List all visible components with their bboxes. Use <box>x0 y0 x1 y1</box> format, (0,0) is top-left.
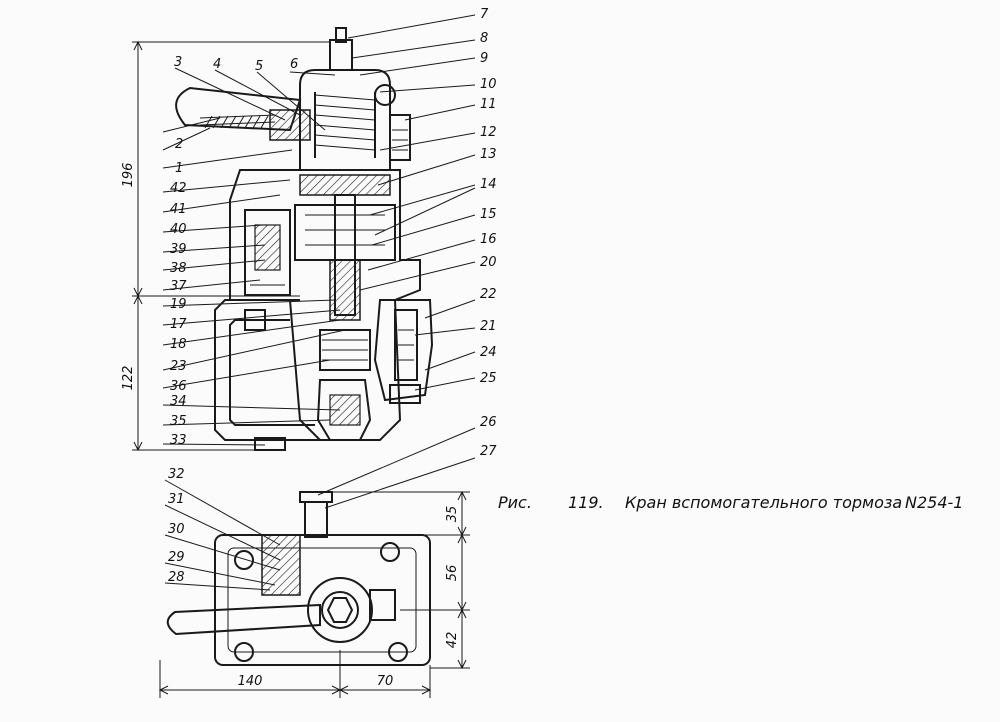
callout-27: 27 <box>480 444 497 459</box>
plan-view: 140 70 35 56 42 26 27 32 31 <box>158 415 497 698</box>
dimension-42: 42 <box>445 632 460 649</box>
callout-21: 21 <box>480 319 497 334</box>
callout-32: 32 <box>168 467 185 482</box>
callout-29: 29 <box>168 550 185 565</box>
callout-labels-plan: 26 27 32 31 30 29 28 <box>168 415 497 585</box>
dimension-196: 196 <box>121 163 136 188</box>
callout-19: 19 <box>170 297 187 312</box>
callout-10: 10 <box>480 77 497 92</box>
callout-7: 7 <box>480 7 489 22</box>
callout-20: 20 <box>480 255 497 270</box>
callout-17: 17 <box>170 317 187 332</box>
callout-16: 16 <box>480 232 497 247</box>
callout-5: 5 <box>255 59 263 74</box>
callout-23: 23 <box>170 359 187 374</box>
callout-14: 14 <box>480 177 497 192</box>
caption-model: N254-1 <box>905 493 963 512</box>
figure-caption: Рис. 119. Кран вспомогательного тормоза … <box>498 493 963 512</box>
dimension-122: 122 <box>121 366 136 391</box>
section-view: 196 122 <box>121 7 497 452</box>
dimension-140: 140 <box>238 674 263 689</box>
callout-22: 22 <box>480 287 497 302</box>
callout-13: 13 <box>480 147 497 162</box>
callout-39: 39 <box>170 242 187 257</box>
callout-25: 25 <box>480 371 497 386</box>
callout-35: 35 <box>170 414 187 429</box>
callout-41: 41 <box>170 202 187 217</box>
callout-6: 6 <box>290 57 298 72</box>
callout-4: 4 <box>213 57 221 72</box>
callout-12: 12 <box>480 125 497 140</box>
callout-37: 37 <box>170 279 187 294</box>
callout-28: 28 <box>168 570 185 585</box>
callout-11: 11 <box>480 97 497 112</box>
callout-8: 8 <box>480 31 488 46</box>
callout-2: 2 <box>175 137 183 152</box>
dimension-35: 35 <box>445 506 460 523</box>
callout-38: 38 <box>170 261 187 276</box>
callout-31: 31 <box>168 492 185 507</box>
callout-33: 33 <box>170 433 187 448</box>
callout-36: 36 <box>170 379 187 394</box>
caption-title: Кран вспомогательного тормоза <box>625 493 902 512</box>
callout-30: 30 <box>168 522 185 537</box>
callout-34: 34 <box>170 394 187 409</box>
callout-42: 42 <box>170 181 187 196</box>
callout-9: 9 <box>480 51 488 66</box>
callout-40: 40 <box>170 222 187 237</box>
callout-18: 18 <box>170 337 187 352</box>
callout-26: 26 <box>480 415 497 430</box>
callout-3: 3 <box>174 55 182 70</box>
callout-24: 24 <box>480 345 497 360</box>
callout-1: 1 <box>175 161 183 176</box>
dimension-56: 56 <box>445 565 460 582</box>
callout-labels-section: 7 8 9 10 11 12 13 14 15 16 20 22 21 24 2… <box>170 7 497 448</box>
dimension-70: 70 <box>377 674 394 689</box>
caption-number: 119. <box>568 493 604 512</box>
caption-prefix: Рис. <box>498 493 532 512</box>
callout-15: 15 <box>480 207 497 222</box>
